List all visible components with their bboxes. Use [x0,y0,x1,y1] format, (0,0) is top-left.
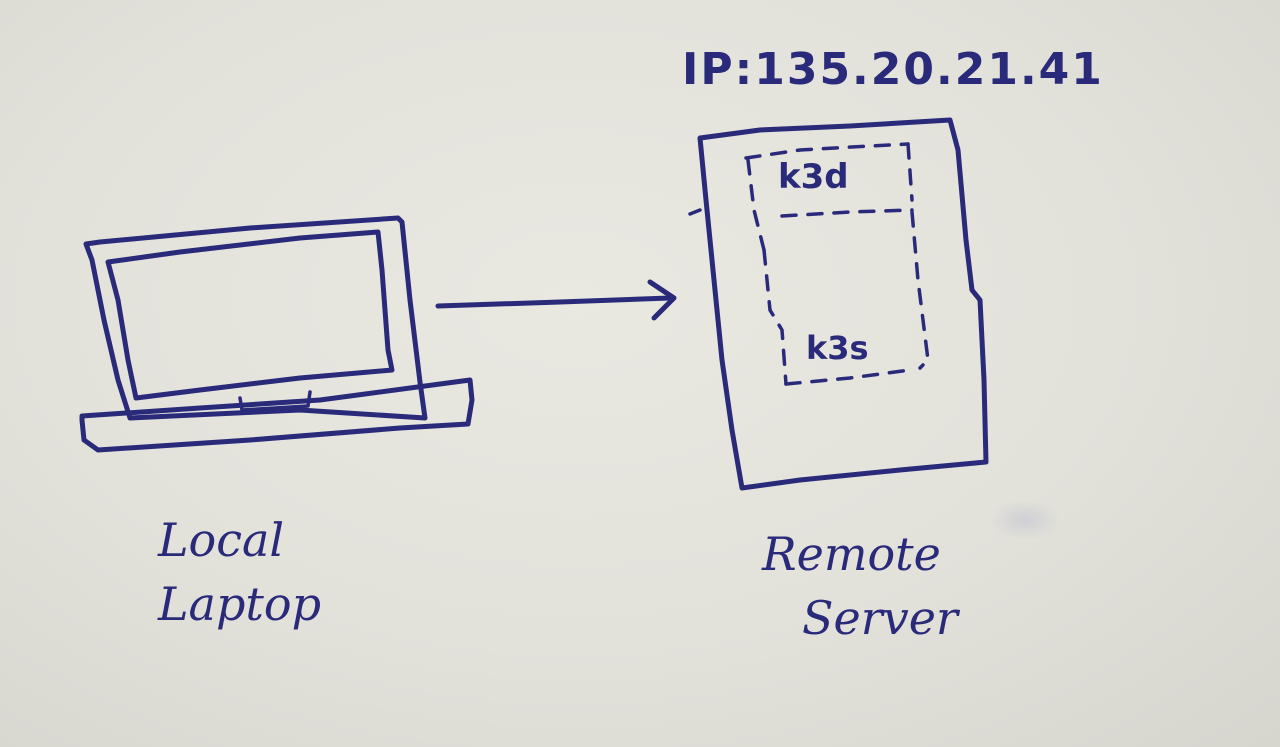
remote-server-label: Remote Server [762,522,958,650]
k3s-container [762,210,930,386]
ink-smudge [990,500,1060,540]
server-ip-label: IP:135.20.21.41 [682,44,1104,95]
k3d-label: k3d [778,157,849,197]
server-box [688,117,989,491]
k3d-container [744,142,914,252]
remote-server-label-line1: Remote [762,527,941,581]
server-outline [697,117,989,491]
k3s-label: k3s [806,329,869,367]
connection-arrow-icon [435,279,677,321]
laptop-screen [105,229,395,401]
laptop-lid-outer [83,215,428,421]
remote-server-label-line2: Server [802,591,958,645]
local-laptop-label: Local Laptop [158,508,321,636]
local-laptop-label-line1: Local [158,513,285,567]
local-laptop-label-line2: Laptop [158,577,322,631]
laptop-base [79,377,475,453]
laptop-icon [79,215,475,453]
